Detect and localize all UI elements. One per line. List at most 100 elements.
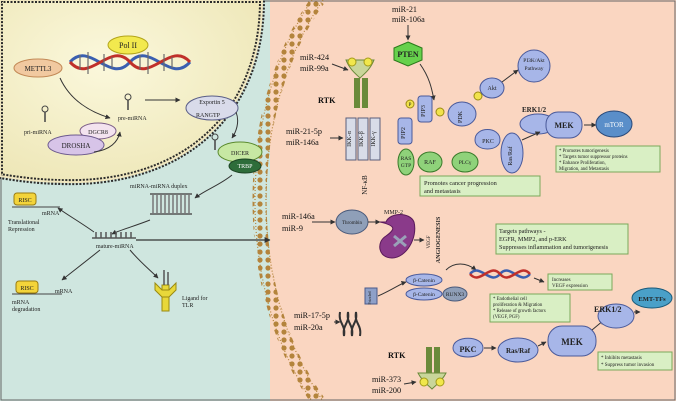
angiogenesis-label: ANGIOGENESIS bbox=[436, 216, 442, 263]
degradation-label: degradation bbox=[12, 307, 40, 313]
thrombin-label: Thrombin bbox=[342, 221, 362, 226]
vegf-label: VEGF bbox=[427, 235, 432, 248]
mir-146a-mid-label: miR-146a bbox=[282, 212, 315, 221]
targets-line3: Suppresses inflammation and tumorigenesi… bbox=[499, 244, 609, 251]
ras-raf-bottom-protein bbox=[497, 337, 539, 363]
extracellular-panel bbox=[270, 0, 676, 401]
dgcr8-label: DGCR8 bbox=[88, 130, 108, 136]
ikk-beta-label: IKK-β bbox=[359, 131, 365, 147]
tlr-label: TLR bbox=[182, 303, 193, 309]
endo-line4: (VEGF, PGF) bbox=[493, 315, 520, 320]
phosphate-label: P bbox=[409, 103, 412, 108]
risc-bottom-label: RISC bbox=[20, 286, 33, 292]
rtk-receptor-top bbox=[345, 57, 375, 108]
endo-line1: * Endothelial cell bbox=[493, 297, 528, 302]
emt-tfs-label: EMT-TFs bbox=[638, 296, 666, 303]
beta-catenin-1-label: β-Catenin bbox=[413, 278, 435, 284]
mrna-bottom-label: mRNA bbox=[55, 289, 73, 295]
frizzled-label: Frizzled bbox=[367, 291, 372, 304]
targets-line2: EGFR, MMP2, and p-ERK bbox=[499, 236, 567, 243]
vegf-expr-line1: Increases bbox=[552, 278, 571, 283]
risc-top-label: RISC bbox=[18, 198, 31, 204]
phosphate-1 bbox=[405, 99, 415, 109]
vegf-inhibition-icon bbox=[393, 234, 407, 248]
runx3-label: RUNX3 bbox=[446, 292, 465, 298]
rtk-receptor-bottom bbox=[417, 347, 447, 390]
raf-label: RAF bbox=[424, 160, 436, 166]
pkc-top-label: PKC bbox=[482, 139, 494, 145]
pip3-box bbox=[417, 95, 433, 123]
ikk-gamma-label: IKK-γ bbox=[371, 131, 377, 147]
tumor-line2: * Targets tumor suppressor proteins bbox=[559, 155, 628, 160]
vegf-protein bbox=[379, 214, 416, 259]
ikk-complex bbox=[345, 117, 381, 161]
beta-catenin-2 bbox=[405, 287, 443, 301]
mmp2-label: MMP-2 bbox=[384, 210, 403, 216]
risc-repression-protein bbox=[13, 192, 37, 206]
pathway-label: Pathway bbox=[525, 66, 544, 72]
ras-raf-bottom-label: Ras/Raf bbox=[506, 347, 531, 355]
translational-label: Translational bbox=[8, 220, 40, 226]
pip2-label: PIP2 bbox=[401, 127, 407, 139]
endo-line2: proliferation & Migration bbox=[493, 303, 543, 308]
mir-20a-label: miR-20a bbox=[294, 323, 323, 332]
pri-mirna-hairpin bbox=[41, 105, 49, 122]
mir-99a-label: miR-99a bbox=[300, 64, 329, 73]
tumor-line1: * Promotes tumorigenesis bbox=[559, 149, 609, 154]
akt-label: Akt bbox=[488, 86, 497, 92]
cancer-progression-line1: Promotes cancer progression bbox=[424, 180, 498, 187]
exportin-5-label: Exportin 5 bbox=[199, 100, 225, 106]
beta-catenin-1 bbox=[405, 273, 443, 287]
mirna-duplex-icon bbox=[150, 193, 192, 215]
mature-mirna-label: mature-miRNA bbox=[96, 244, 134, 250]
mtor-label: mTOR bbox=[604, 121, 624, 129]
cancer-progression-line2: and metastasis bbox=[424, 188, 461, 195]
pi3k-akt-pathway bbox=[517, 49, 551, 83]
runx3-protein bbox=[442, 286, 468, 302]
pkc-top-protein bbox=[474, 129, 501, 150]
gtp-label: GTP bbox=[401, 163, 411, 169]
dna-helix bbox=[68, 52, 192, 74]
drosha-protein bbox=[47, 134, 105, 156]
metastasis-line1: * Inhibits metastasis bbox=[601, 356, 642, 361]
mir-21-label: miR-21 bbox=[392, 5, 417, 14]
akt-protein bbox=[479, 77, 505, 99]
nf-kb-label: NF-κB bbox=[361, 175, 369, 195]
mrna-degradation-label: mRNA bbox=[12, 300, 30, 306]
mettl3-protein bbox=[13, 58, 63, 78]
pten-protein bbox=[393, 41, 423, 67]
plc-gamma-label: PLCγ bbox=[459, 160, 472, 166]
mir-200-label: miR-200 bbox=[372, 386, 401, 395]
mek-top-protein bbox=[545, 111, 583, 139]
exportin-5-protein bbox=[185, 95, 239, 121]
mrna-top-label: mRNA bbox=[42, 211, 60, 217]
pi3k-akt-label: PI3K/Akt bbox=[523, 58, 545, 64]
mir-17-5p-label: miR-17-5p bbox=[294, 311, 330, 320]
ranotp-label: RANGTP bbox=[196, 113, 221, 119]
pol-ii-protein bbox=[107, 35, 149, 55]
targets-pathways-box bbox=[495, 223, 629, 255]
mature-mirna-icon bbox=[92, 232, 136, 239]
pip2-box bbox=[397, 117, 413, 145]
cyto-pre-mirna-hairpin bbox=[211, 133, 219, 150]
trbp-protein bbox=[228, 158, 262, 174]
mir-106a-label: miR-106a bbox=[392, 15, 425, 24]
frizzled-receptor bbox=[364, 287, 378, 305]
targets-line1: Targets pathways - bbox=[499, 228, 546, 235]
tumorigenesis-box bbox=[555, 145, 661, 173]
mek-bottom-protein bbox=[547, 325, 597, 357]
mek-bottom-label: MEK bbox=[561, 337, 583, 347]
emt-tfs-protein bbox=[631, 287, 673, 309]
beta-catenin-2-label: β-Catenin bbox=[413, 292, 435, 298]
duplex-label: miRNA-miRNA duplex bbox=[130, 184, 188, 190]
erk12-bottom-label: ERK1/2 bbox=[594, 305, 622, 314]
mir-373-label: miR-373 bbox=[372, 375, 401, 384]
mir-9-label: miR-9 bbox=[282, 224, 303, 233]
mir-21-5p-label: miR-21-5p bbox=[286, 127, 322, 136]
metastasis-box bbox=[597, 351, 673, 371]
dna-target-icon bbox=[469, 269, 531, 279]
ras-gtp-protein bbox=[397, 148, 415, 176]
vegf-expr-line2: VEGF expression bbox=[552, 284, 588, 289]
